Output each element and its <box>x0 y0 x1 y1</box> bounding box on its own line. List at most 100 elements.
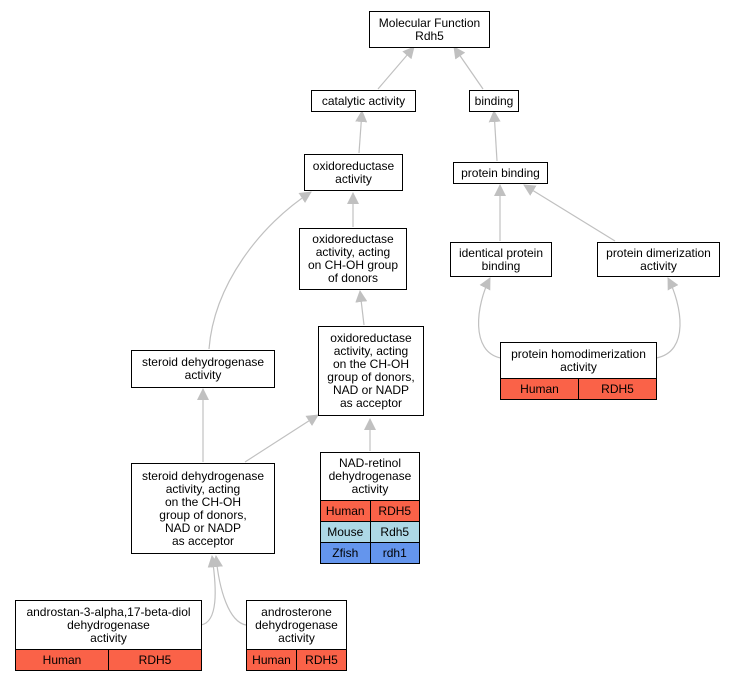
node-label-line: androstan-3-alpha,17-beta-diol <box>26 604 191 619</box>
species-gene-table: Human RDH5 <box>247 649 346 670</box>
gene-cell[interactable]: RDH5 <box>369 501 420 521</box>
edge-steroidNad-to-nad <box>244 414 319 463</box>
node-label-line: activity, acting <box>315 245 391 259</box>
node-label-line: as acceptor <box>171 533 235 548</box>
gene-cell[interactable]: RDH5 <box>108 650 201 670</box>
node-label-line: dehydrogenase <box>67 617 150 632</box>
species-gene-row: Human RDH5 <box>247 649 346 670</box>
species-gene-table: Human RDH5 <box>501 378 656 399</box>
edge-homodimer-to-identical <box>477 277 502 359</box>
node-label-line: protein binding <box>461 165 540 180</box>
node-label-line: on the CH-OH <box>332 357 410 371</box>
edge-binding-to-mf <box>453 46 484 90</box>
node-label-line: binding <box>474 93 514 108</box>
node-label-line: on CH-OH group <box>307 258 399 272</box>
node-label-line: group of donors, <box>159 507 247 522</box>
node-label-line: steroid dehydrogenase <box>141 355 265 369</box>
node-label-line: activity, acting <box>333 344 409 358</box>
node-label-line: of donors <box>327 271 379 285</box>
species-gene-row: Human RDH5 <box>321 500 419 521</box>
edge-oxido-to-catalytic <box>355 110 368 154</box>
gene-cell[interactable]: rdh1 <box>369 543 420 563</box>
node-label-line: protein homodimerization <box>511 346 646 361</box>
node-label-line: activity <box>90 630 127 645</box>
node-label-line: activity <box>560 359 597 374</box>
node-label-line: Rdh5 <box>415 28 444 43</box>
edge-androsterone-to-steroidNad <box>210 555 247 626</box>
node-label-line: as acceptor <box>339 396 403 410</box>
node-catalytic-activity[interactable]: catalytic activity <box>311 90 416 112</box>
edge-dimer-to-protbind <box>523 184 616 242</box>
species-gene-table: Human RDH5 <box>16 649 201 670</box>
node-label-line: activity <box>278 630 315 645</box>
node-label-line: steroid dehydrogenase <box>141 468 265 483</box>
species-cell: Human <box>42 653 82 667</box>
node-label-line: activity, acting <box>165 481 241 496</box>
edge-androstan-to-steroidNad <box>200 555 220 626</box>
node-protein-binding[interactable]: protein binding <box>453 162 548 184</box>
node-label-line: oxidoreductase <box>330 331 412 345</box>
species-cell: Zfish <box>332 546 359 560</box>
node-label-line: NAD or NADP <box>164 520 241 535</box>
node-label: protein binding <box>454 163 547 183</box>
species-cell: Human <box>325 504 365 518</box>
node-label-line: NAD-retinol <box>338 456 401 470</box>
species-cell: Mouse <box>327 525 364 539</box>
node-label-line: identical protein <box>458 245 544 260</box>
node-label-line: dehydrogenase <box>328 469 412 483</box>
node-label-line: Molecular Function <box>378 15 481 30</box>
node-label-line: activity <box>351 482 389 496</box>
gene-cell[interactable]: RDH5 <box>296 650 346 670</box>
node-label-line: activity <box>640 258 677 273</box>
node-label-line: activity <box>184 368 222 382</box>
edge-catalytic-to-mf <box>377 46 415 90</box>
edge-homodimer-to-dimer <box>655 277 681 359</box>
node-label: binding <box>470 91 518 111</box>
species-gene-row: Mouse Rdh5 <box>321 521 419 542</box>
node-label-line: catalytic activity <box>321 93 406 108</box>
node-label-line: oxidoreductase <box>312 232 394 246</box>
node-binding[interactable]: binding <box>469 90 519 112</box>
species-gene-row: Human RDH5 <box>501 378 656 399</box>
node-label-line: androsterone <box>261 604 332 619</box>
node-label-line: dehydrogenase <box>255 617 338 632</box>
species-cell: Human <box>520 382 559 396</box>
node-label: catalytic activity <box>312 91 415 111</box>
gene-cell[interactable]: RDH5 <box>578 379 656 399</box>
node-label-line: activity <box>335 171 372 186</box>
edge-protbind-to-binding <box>488 110 501 162</box>
edge-steroid-to-oxido <box>208 191 312 350</box>
node-label-line: binding <box>481 258 521 273</box>
gene-cell[interactable]: Rdh5 <box>369 522 420 542</box>
node-label-line: on the CH-OH <box>164 494 242 509</box>
node-label-line: NAD or NADP <box>332 383 409 397</box>
species-gene-row: Zfish rdh1 <box>321 542 419 563</box>
species-cell: Human <box>252 653 291 667</box>
